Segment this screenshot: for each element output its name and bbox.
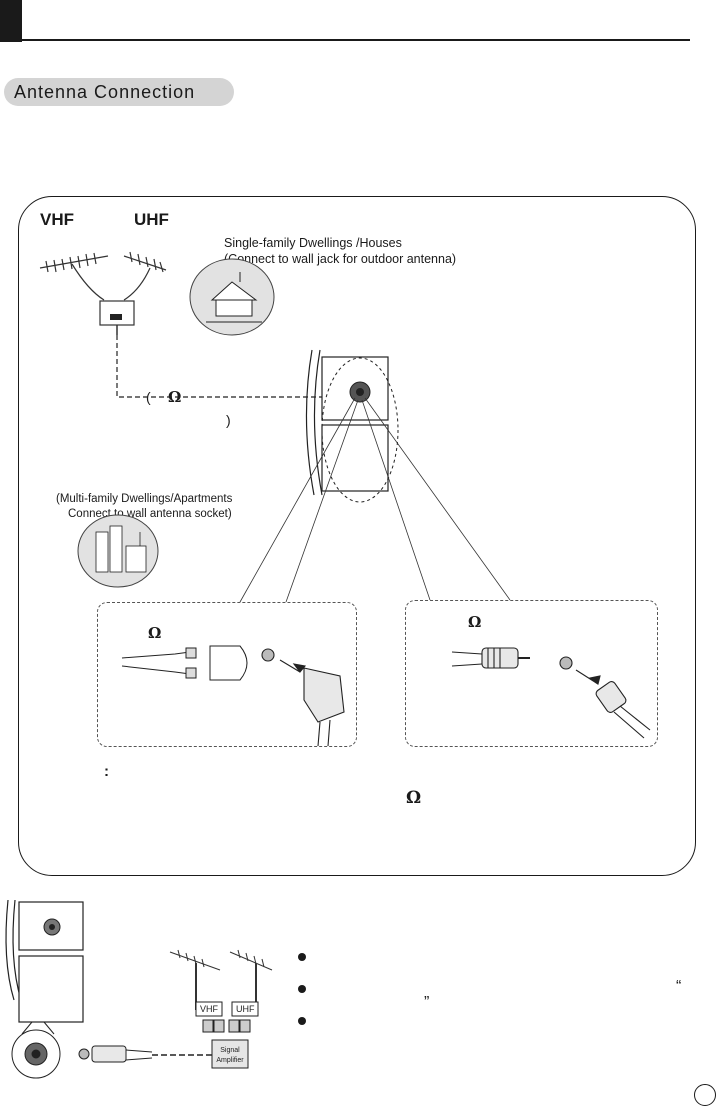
apartments-caption-line1: (Multi-family Dwellings/Apartments <box>56 493 233 505</box>
lower-uhf-label: UHF <box>236 1004 255 1014</box>
houses-caption-line1: Single-family Dwellings /Houses <box>224 236 402 250</box>
header-rule <box>22 39 690 41</box>
open-paren: ( <box>146 389 151 405</box>
ohm-symbol-cable: Ω <box>168 388 182 406</box>
houses-caption-line2: (Connect to wall jack for outdoor antenn… <box>224 252 457 266</box>
section-title: Antenna Connection <box>4 78 234 106</box>
lower-coax-cable-icon <box>78 1045 212 1063</box>
apartments-caption-line2: Connect to wall antenna socket) <box>68 508 232 520</box>
amplifier-label-line1: Signal <box>220 1047 240 1054</box>
houses-caption: Single-family Dwellings /Houses (Connect… <box>224 235 456 267</box>
bullet-dot <box>298 953 306 961</box>
bullet-dot <box>298 1017 306 1025</box>
main-diagram-frame <box>18 196 696 876</box>
bullet-dot <box>298 985 306 993</box>
lower-wall-socket-icon <box>43 918 61 936</box>
ohm-symbol-note: Ω <box>406 788 422 808</box>
lower-wall-illustration <box>5 899 84 1023</box>
ohm-symbol-75: Ω <box>468 613 482 631</box>
ohm-symbol-300: Ω <box>148 624 162 642</box>
page-number-circle <box>694 1084 716 1106</box>
socket-magnified-icon <box>11 1021 61 1079</box>
note-colon: : <box>104 763 109 780</box>
vhf-label: VHF <box>40 210 74 229</box>
lower-vhf-antenna-icon <box>169 949 221 1010</box>
uhf-label: UHF <box>134 210 169 229</box>
vhf-uhf-terminal-icon: VHF UHF <box>195 1001 259 1033</box>
close-paren: ) <box>226 412 231 428</box>
signal-amplifier-icon: Signal Amplifier <box>211 1039 249 1069</box>
lower-uhf-antenna-icon <box>229 949 273 1010</box>
coax-cable-detail-box <box>405 600 658 747</box>
apartments-caption: (Multi-family Dwellings/Apartments Conne… <box>56 492 232 522</box>
lower-vhf-label: VHF <box>200 1004 219 1014</box>
open-quote: “ <box>676 978 682 995</box>
header-tab <box>0 0 22 42</box>
close-quote: ” <box>424 994 430 1011</box>
amplifier-label-line2: Amplifier <box>216 1057 244 1064</box>
section-title-text: Antenna Connection <box>14 81 196 102</box>
flat-cable-detail-box <box>97 602 357 747</box>
